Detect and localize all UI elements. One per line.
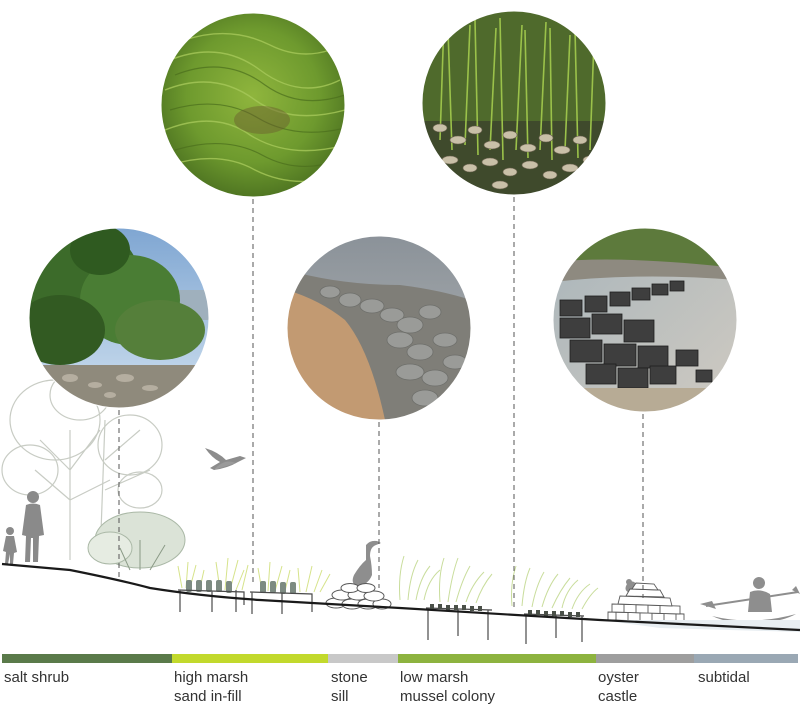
stone-sill-photo — [287, 236, 471, 420]
photo-leader-lines — [118, 197, 644, 610]
zone-bar-low-marsh — [398, 654, 596, 663]
zone-bar-oyster-castle — [596, 654, 694, 663]
salt-shrub-photo — [29, 228, 209, 408]
high-marsh-photo — [161, 13, 345, 197]
zone-label-line: castle — [598, 688, 638, 705]
mussel-clusters — [430, 604, 580, 617]
zone-label-line: sand in-fill — [174, 688, 242, 705]
flying-bird — [205, 448, 246, 470]
zone-bar-salt-shrub — [2, 654, 172, 663]
zone-label-line: mussel colony — [400, 688, 496, 705]
zone-label-line: subtidal — [698, 669, 750, 686]
zone-bar-stone-sill — [328, 654, 398, 663]
zone-label-oyster-castle: oyster castle — [598, 668, 639, 706]
zone-label-stone-sill: stone sill — [331, 668, 368, 706]
zone-label-line: salt shrub — [4, 669, 70, 686]
high-marsh-grass — [177, 557, 331, 593]
zone-label-line: sill — [331, 688, 349, 705]
zone-color-bar — [2, 654, 798, 663]
child-figure — [3, 527, 17, 564]
low-marsh-grass — [399, 555, 599, 610]
zone-label-low-marsh: low marsh mussel colony — [400, 668, 495, 706]
oyster-castle-photo — [553, 228, 737, 412]
zone-label-salt-shrub: salt shrub — [4, 668, 69, 687]
sand-infill-frame — [177, 589, 313, 614]
shrub-sketch — [87, 511, 186, 571]
adult-figure — [22, 491, 44, 562]
zone-label-line: high marsh — [174, 669, 249, 686]
sand-infill-plants — [186, 580, 296, 594]
zone-label-high-marsh: high marsh sand in-fill — [174, 668, 248, 706]
zone-label-line: low marsh — [400, 669, 469, 686]
zone-bar-high-marsh — [172, 654, 328, 663]
zone-label-line: stone — [331, 669, 368, 686]
zone-label-line: oyster — [598, 669, 639, 686]
oyster-castle-blocks — [607, 582, 685, 623]
ground-profile — [1, 562, 800, 632]
zone-label-subtidal: subtidal — [698, 668, 750, 687]
low-marsh-photo — [422, 11, 606, 195]
kayaker — [700, 577, 800, 624]
zone-bar-subtidal — [694, 654, 798, 663]
